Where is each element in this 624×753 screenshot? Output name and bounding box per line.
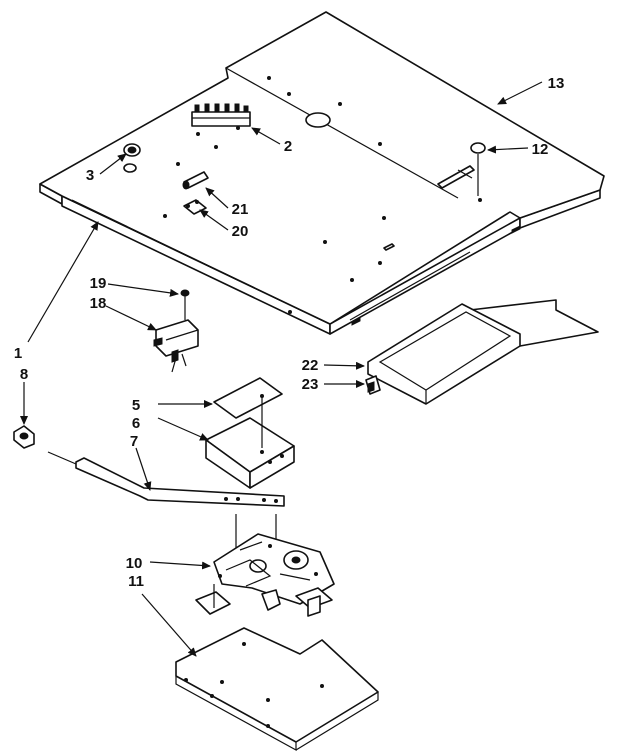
- callout-23: 23: [302, 376, 319, 393]
- callout-13: 13: [548, 75, 565, 92]
- bumper-pin: [470, 142, 486, 196]
- callout-18: 18: [90, 295, 107, 312]
- callout-11: 11: [128, 573, 144, 590]
- rod-clip: [13, 425, 35, 449]
- switch-assembly: [153, 289, 199, 373]
- callout-3: 3: [86, 167, 94, 184]
- callout-22: 22: [302, 357, 319, 374]
- callout-5: 5: [132, 397, 140, 414]
- insulator-and-cover: [205, 377, 295, 489]
- callout-7: 7: [130, 433, 138, 450]
- tray: [365, 299, 599, 405]
- callout-2: 2: [284, 138, 292, 155]
- latch-rod: [47, 451, 285, 507]
- leader-lines: [20, 81, 543, 657]
- callout-8: 8: [20, 366, 28, 383]
- callout-6: 6: [132, 415, 140, 432]
- callout-19: 19: [90, 275, 107, 292]
- callout-1: 1: [14, 345, 22, 362]
- bottom-plate: [175, 627, 379, 752]
- top-panel: [39, 11, 605, 335]
- callout-labels: 1 2 3 5 6 7 8 10 11 12 13 18 19 20 21 22…: [14, 75, 565, 590]
- terminal-block: [191, 103, 251, 136]
- callout-21: 21: [232, 201, 249, 218]
- grommet: [123, 143, 141, 157]
- callout-12: 12: [532, 141, 549, 158]
- callout-20: 20: [232, 223, 249, 240]
- callout-10: 10: [126, 555, 143, 572]
- latch-mechanism: [195, 514, 335, 617]
